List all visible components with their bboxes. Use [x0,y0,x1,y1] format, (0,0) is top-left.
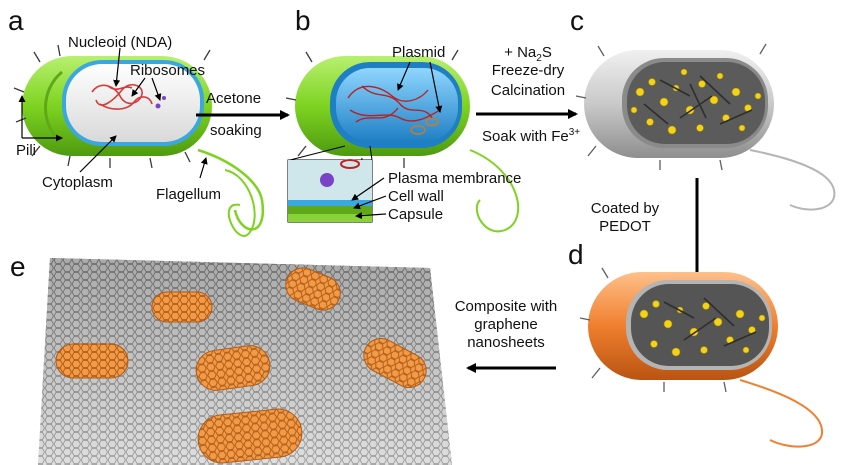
panel-label-e: e [10,251,26,282]
label-capsule: Capsule [388,206,444,223]
bacterium-cell-d [579,267,824,448]
ribosome-dot [320,173,334,187]
step-coated-line1: Coated by [590,200,660,217]
graphene-composite [38,258,452,465]
step-acetone-line1: Acetone [206,90,262,107]
ribosome-dot [162,96,166,100]
coated-cell [55,343,129,379]
panel-label-b: b [295,5,311,36]
annotation-lines-a [18,47,208,179]
membrane-zoom-inset [287,145,373,223]
coated-cell [363,337,427,389]
step-coated-line2: PEDOT [599,218,651,235]
label-nucleoid: Nucleoid (NDA) [68,34,173,51]
label-plasmid: Plasmid [392,44,446,61]
step-composite-line3: nanosheets [467,334,545,351]
sulfur-particles [630,68,762,135]
label-cell-wall: Cell wall [388,188,444,205]
label-ribosomes: Ribosomes [130,62,206,79]
step-calcination: Calcination [490,82,566,99]
plasmid-ring-icon [410,125,426,135]
label-pili: Pili [16,142,37,159]
step-composite-line2: graphene [474,316,538,333]
plasmid-ring-icon [425,117,439,127]
bacterium-cell-a [13,44,265,237]
panel-label-d: d [568,239,584,270]
plasmid-dna-icon [347,85,441,123]
step-freeze-dry: Freeze-dry [491,62,565,79]
coated-cell [151,291,213,323]
step-na2s: + Na2S [504,44,552,64]
coated-cell [197,408,303,464]
label-plasma-membrance: Plasma membrance [388,170,522,187]
step-acetone-line2: soaking [210,122,262,139]
label-flagellum: Flagellum [156,186,222,203]
annotation-lines-b [351,61,443,220]
ribosome-dot [155,103,161,109]
coated-cell [285,267,341,311]
step-composite-line1: Composite with [454,298,558,315]
bacterium-cell-b [285,49,520,233]
step-soak-fe: Soak with Fe3+ [482,127,581,145]
label-cytoplasm: Cytoplasm [42,174,113,191]
panel-label-a: a [8,5,24,36]
panel-label-c: c [570,5,584,36]
bacterium-cell-c [575,43,836,211]
pili-spikes [13,44,211,169]
nucleoid-dna-icon [91,83,153,110]
coated-cell [195,345,271,391]
